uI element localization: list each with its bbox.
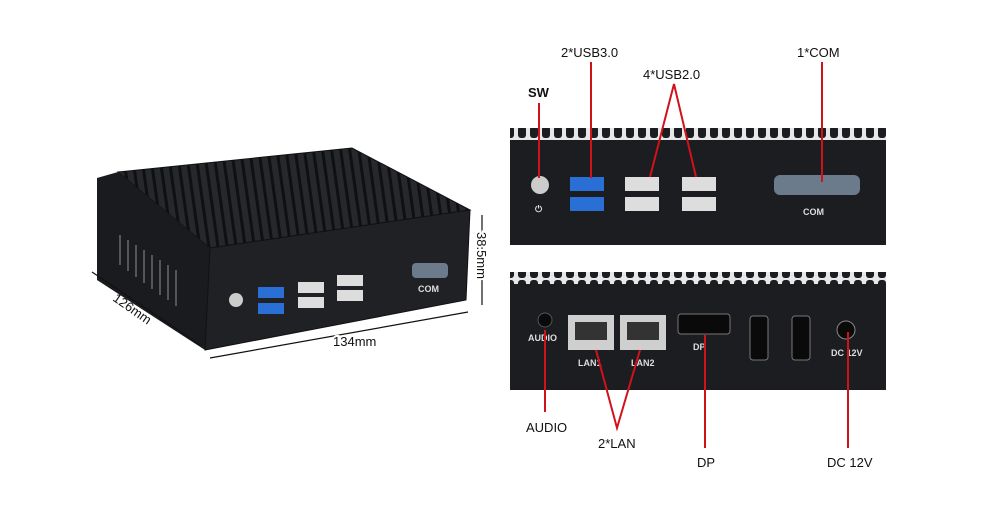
power-button <box>229 293 243 307</box>
com-label: COM <box>418 284 439 294</box>
mini-pc-perspective: COM <box>97 147 472 351</box>
audio-label: AUDIO <box>528 333 557 343</box>
rear-panel-top: ⏻ COM <box>510 128 886 245</box>
com-callout: 1*COM <box>797 45 840 60</box>
com-label: COM <box>803 207 824 217</box>
usb2-port <box>682 197 716 211</box>
usb2-port <box>625 177 659 191</box>
usb3-callout: 2*USB3.0 <box>561 45 618 60</box>
dp-label: DP <box>693 342 706 352</box>
height-dimension: 38.5mm <box>474 232 489 279</box>
left-side <box>97 172 210 350</box>
dc-callout: DC 12V <box>827 455 873 470</box>
usb2-port <box>682 177 716 191</box>
dc-jack <box>836 320 856 340</box>
com-port <box>774 175 860 195</box>
usb2-port <box>625 197 659 211</box>
bottom-callout-lines <box>544 330 849 448</box>
sw-callout: SW <box>528 85 550 100</box>
usb2-callout: 4*USB2.0 <box>643 67 700 82</box>
rear-panel-bottom: AUDIO LAN1 LAN2 DP DC 12V <box>510 272 886 390</box>
usb2-port <box>298 282 324 293</box>
top-callout-lines <box>538 62 823 182</box>
side-vents <box>119 235 177 306</box>
usb3-port <box>570 197 604 211</box>
dimension-lines <box>91 215 483 359</box>
power-button <box>531 176 549 194</box>
hdmi-port <box>791 315 811 361</box>
dc-label: DC 12V <box>831 348 863 358</box>
usb2-port <box>298 297 324 308</box>
width-dimension: 134mm <box>333 334 376 349</box>
hdmi-port <box>749 315 769 361</box>
usb3-port <box>258 303 284 314</box>
com-port <box>412 263 448 278</box>
lan1-label: LAN1 <box>578 358 602 368</box>
lan-callout: 2*LAN <box>598 436 636 451</box>
lan2-label: LAN2 <box>631 358 655 368</box>
power-icon: ⏻ <box>535 204 543 214</box>
usb3-port <box>258 287 284 298</box>
usb3-port <box>570 177 604 191</box>
usb2-port <box>337 275 363 286</box>
audio-jack <box>537 312 553 328</box>
dp-port <box>677 313 731 335</box>
dp-callout: DP <box>697 455 715 470</box>
usb2-port <box>337 290 363 301</box>
audio-callout: AUDIO <box>526 420 567 435</box>
